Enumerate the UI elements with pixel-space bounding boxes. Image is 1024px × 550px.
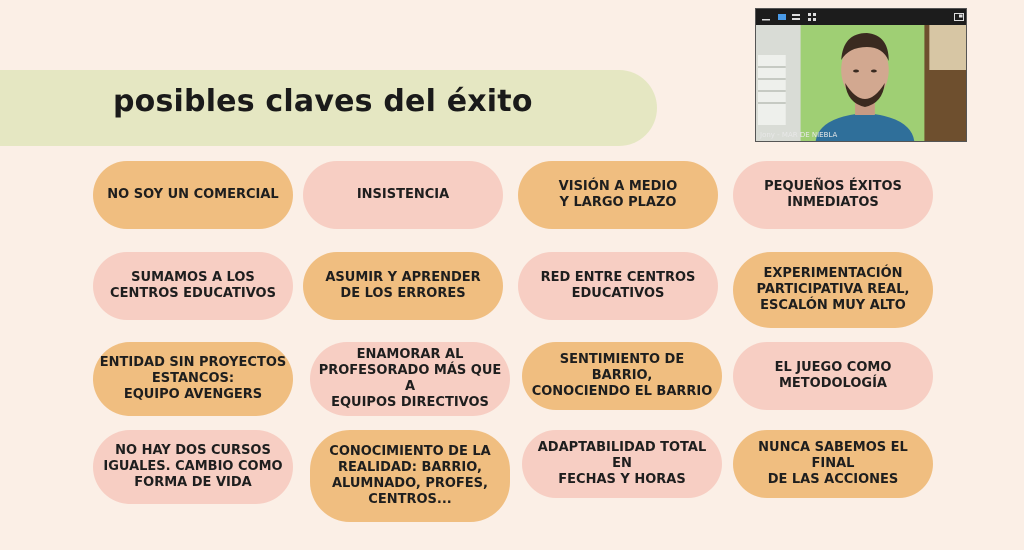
slide-title: posibles claves del éxito <box>113 84 533 119</box>
gallery-view-icon[interactable] <box>808 13 816 21</box>
key-item: EXPERIMENTACIÓN PARTICIPATIVA REAL, ESCA… <box>733 252 933 328</box>
key-item: RED ENTRE CENTROS EDUCATIVOS <box>518 252 718 320</box>
key-item: PEQUEÑOS ÉXITOS INMEDIATOS <box>733 161 933 229</box>
title-band <box>0 70 657 146</box>
key-item: SENTIMIENTO DE BARRIO, CONOCIENDO EL BAR… <box>522 342 722 410</box>
key-item: NUNCA SABEMOS EL FINAL DE LAS ACCIONES <box>733 430 933 498</box>
participant-name-label: Jony - MAR DE NIEBLA <box>760 131 838 139</box>
key-item: ENTIDAD SIN PROYECTOS ESTANCOS: EQUIPO A… <box>93 342 293 416</box>
participant-video-image <box>756 25 966 141</box>
speaker-view-icon[interactable] <box>778 13 786 21</box>
key-item: SUMAMOS A LOS CENTROS EDUCATIVOS <box>93 252 293 320</box>
filmstrip-icon[interactable] <box>792 13 800 21</box>
key-item: ENAMORAR AL PROFESORADO MÁS QUE A EQUIPO… <box>310 342 510 416</box>
key-item: CONOCIMIENTO DE LA REALIDAD: BARRIO, ALU… <box>310 430 510 522</box>
exit-fullscreen-icon[interactable] <box>954 13 964 21</box>
key-item: NO HAY DOS CURSOS IGUALES. CAMBIO COMO F… <box>93 430 293 504</box>
key-item: NO SOY UN COMERCIAL <box>93 161 293 229</box>
key-item: INSISTENCIA <box>303 161 503 229</box>
key-item: EL JUEGO COMO METODOLOGÍA <box>733 342 933 410</box>
video-toolbar <box>756 9 966 25</box>
key-item: ASUMIR Y APRENDER DE LOS ERRORES <box>303 252 503 320</box>
key-item: ADAPTABILIDAD TOTAL EN FECHAS Y HORAS <box>522 430 722 498</box>
participant-video-tile[interactable]: Jony - MAR DE NIEBLA <box>755 8 967 142</box>
key-item: VISIÓN A MEDIO Y LARGO PLAZO <box>518 161 718 229</box>
minimize-icon[interactable] <box>762 13 770 21</box>
